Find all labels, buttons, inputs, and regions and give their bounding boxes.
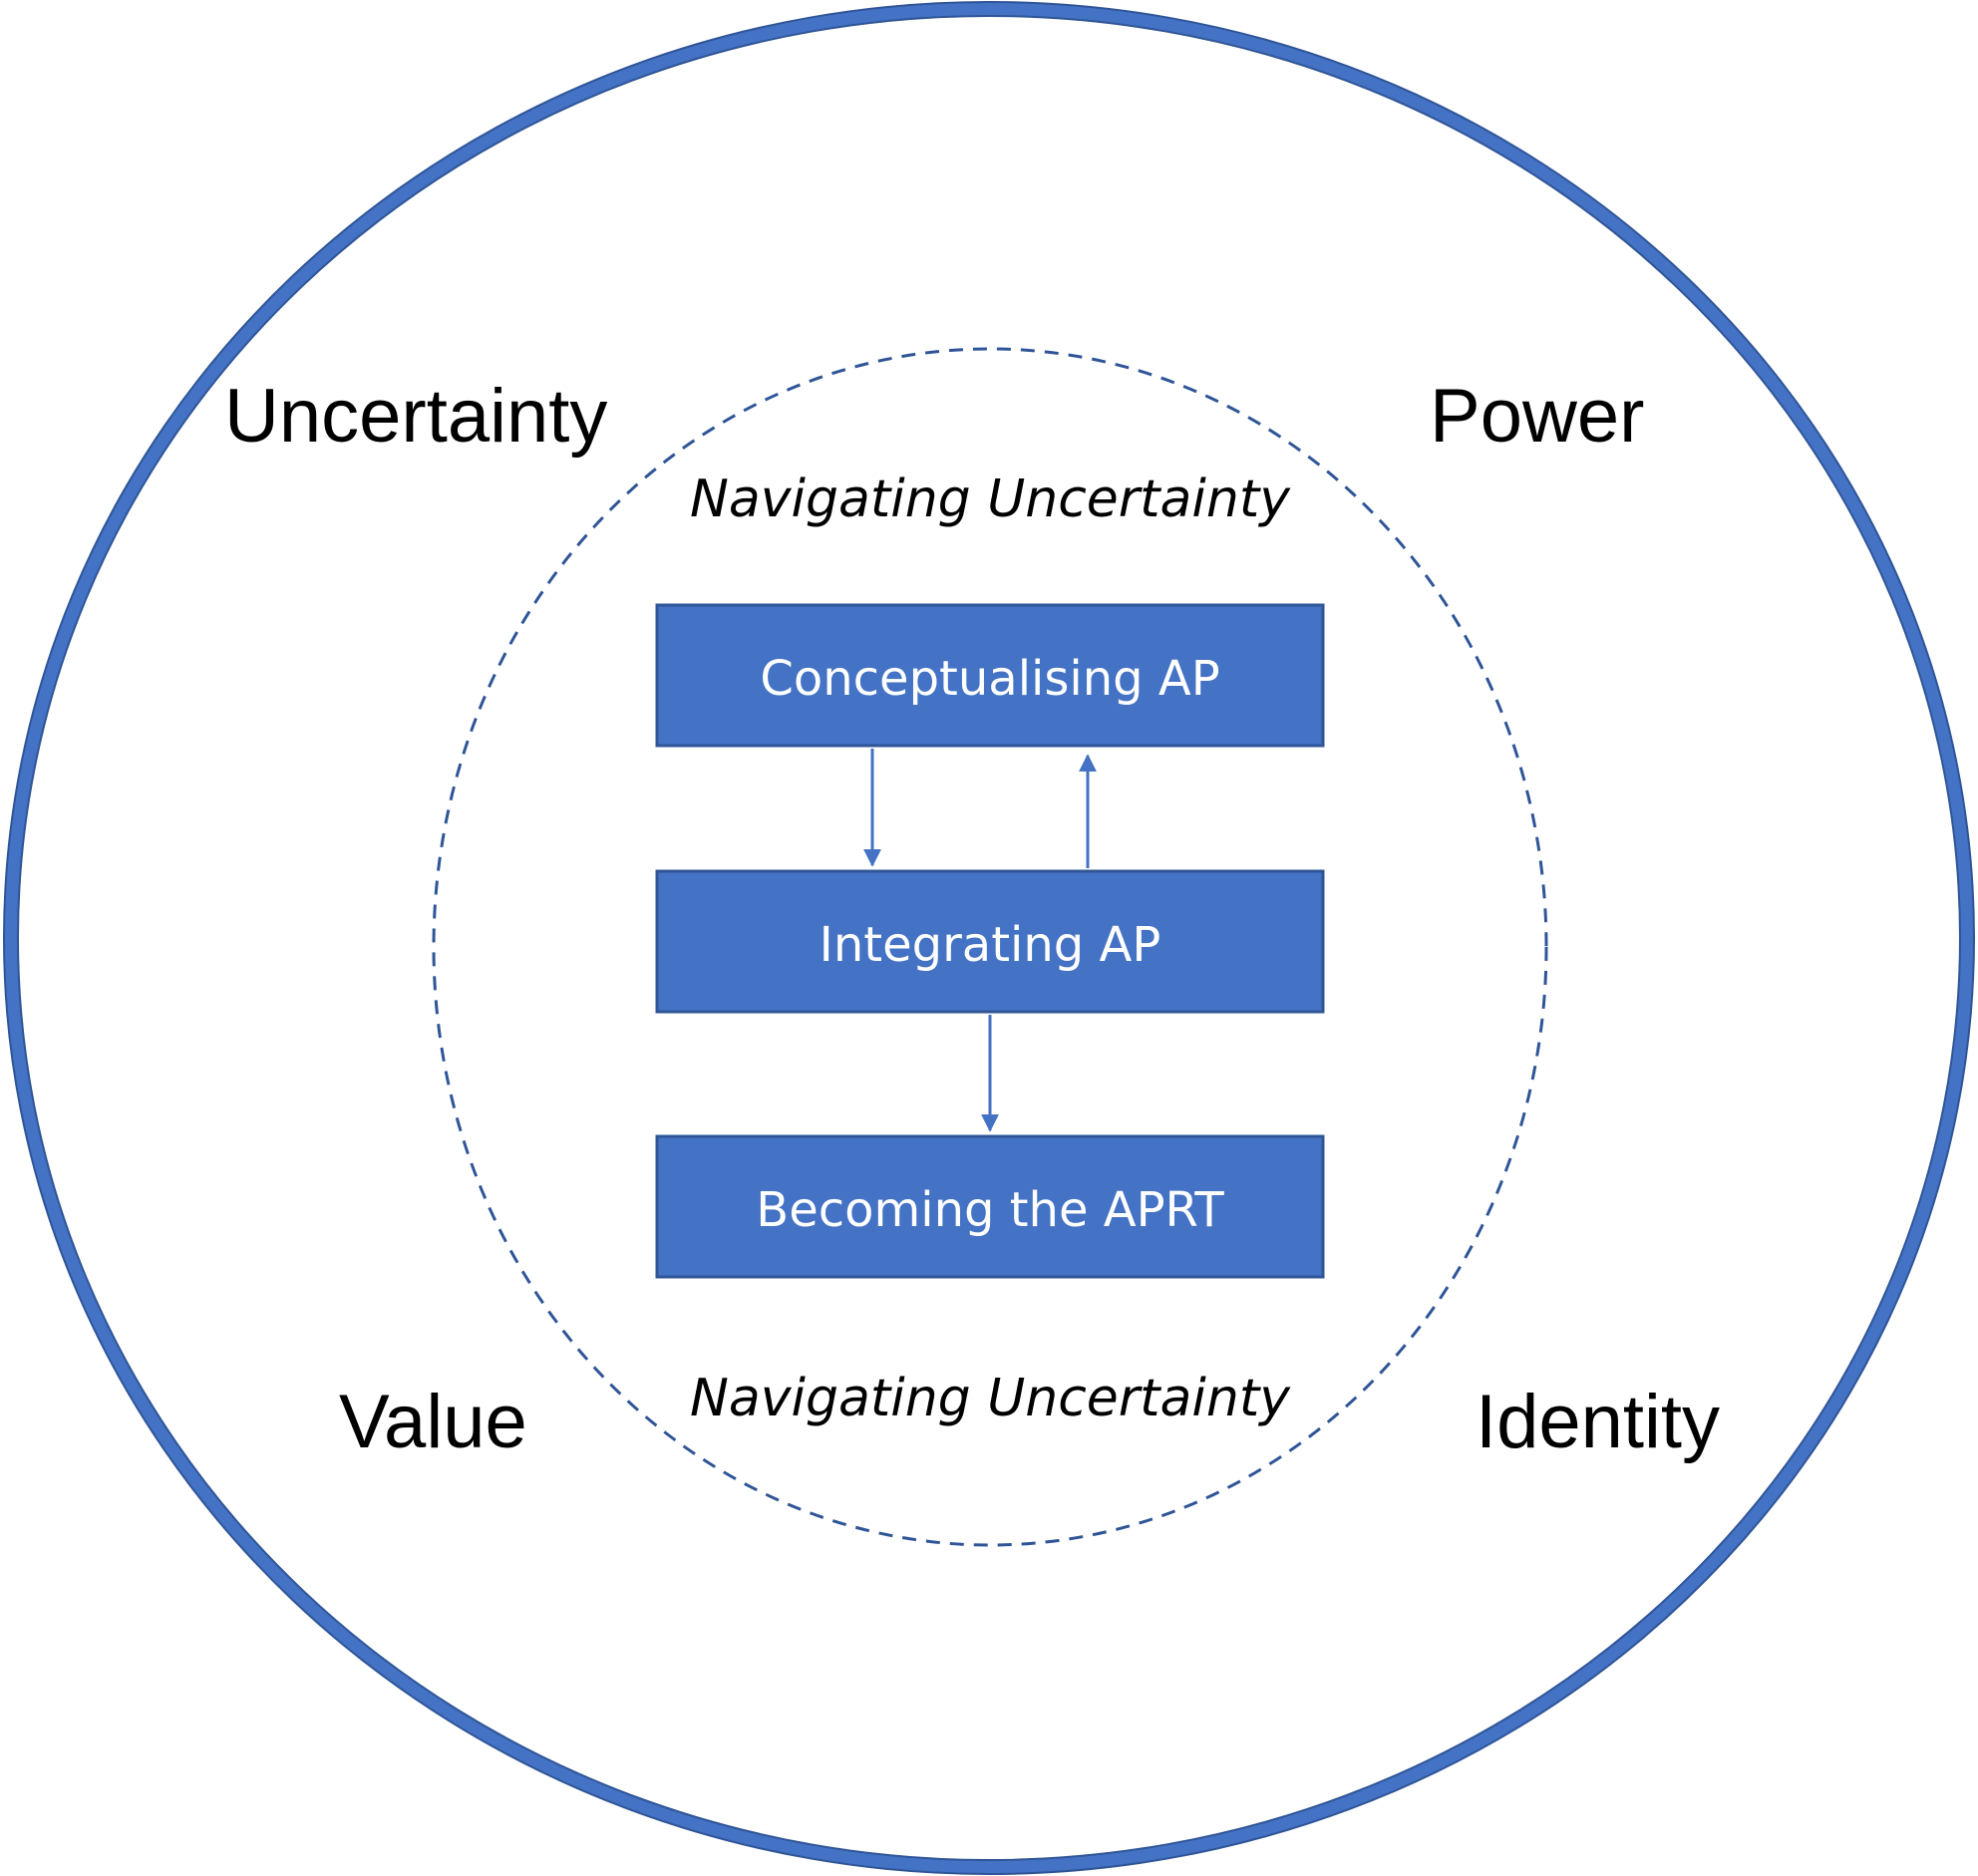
label-identity: Identity — [1476, 1380, 1720, 1464]
label-power: Power — [1430, 374, 1644, 459]
outer-circle — [4, 2, 1974, 1874]
box-conceptualising-rect — [655, 603, 1325, 748]
outer-circle-inner-edge — [17, 15, 1961, 1861]
box-integrating-label: Integrating AP — [820, 917, 1161, 973]
navigating-uncertainty-top: Navigating Uncertainty — [690, 469, 1291, 529]
box-becoming: Becoming the APRT — [655, 1134, 1325, 1279]
label-uncertainty: Uncertainty — [224, 374, 607, 459]
outer-circle-edge — [3, 1, 1975, 1875]
box-becoming-label: Becoming the APRT — [756, 1182, 1224, 1238]
label-value: Value — [339, 1380, 527, 1464]
box-integrating-rect — [655, 869, 1325, 1014]
box-becoming-rect — [655, 1134, 1325, 1279]
box-conceptualising: Conceptualising AP — [655, 603, 1325, 748]
navigating-uncertainty-bottom: Navigating Uncertainty — [690, 1369, 1291, 1428]
box-conceptualising-label: Conceptualising AP — [760, 651, 1219, 707]
inner-dashed-circle — [432, 347, 1548, 1547]
box-integrating: Integrating AP — [655, 869, 1325, 1014]
